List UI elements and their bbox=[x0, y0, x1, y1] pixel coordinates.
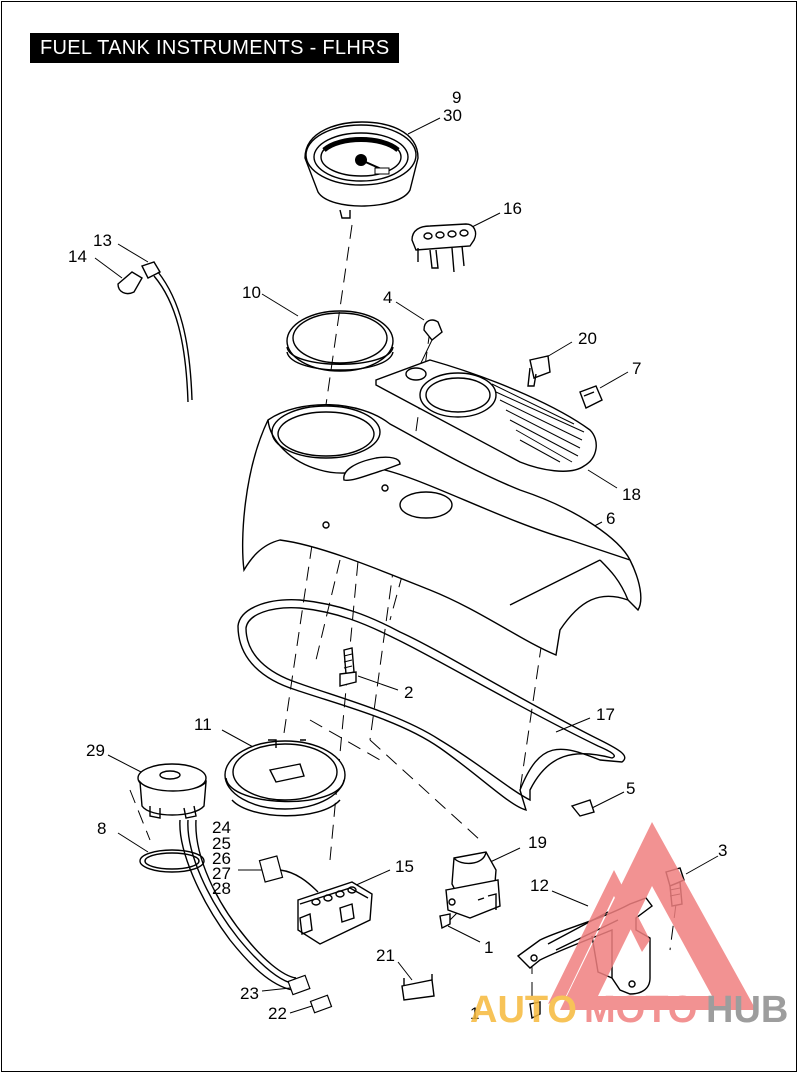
callout-6: 6 bbox=[606, 509, 615, 528]
gauge-housing bbox=[224, 739, 346, 817]
screw-parts bbox=[439, 913, 541, 1020]
callout-1b: 1 bbox=[470, 1004, 479, 1023]
retaining-clip bbox=[570, 799, 595, 817]
callout-15: 15 bbox=[395, 857, 414, 876]
watermark-text-moto: MOTO bbox=[584, 989, 697, 1031]
callout-18: 18 bbox=[622, 485, 641, 504]
callout-21: 21 bbox=[376, 946, 395, 965]
callout-4: 4 bbox=[383, 288, 392, 307]
nut-part bbox=[419, 319, 443, 366]
console-gasket bbox=[237, 599, 626, 811]
callout-27: 27 bbox=[212, 864, 231, 883]
callout-22: 22 bbox=[268, 1004, 287, 1023]
watermark-triangle-logo bbox=[560, 822, 756, 1010]
fuel-tank-console bbox=[241, 404, 642, 656]
console-trim-panel bbox=[375, 359, 597, 472]
automotohub-watermark: AUTO MOTO HUB bbox=[470, 822, 788, 1031]
callout-5: 5 bbox=[626, 779, 635, 798]
callout-24: 24 bbox=[212, 818, 231, 837]
callout-25: 25 bbox=[212, 834, 231, 853]
callout-10: 10 bbox=[242, 283, 261, 302]
callout-28: 28 bbox=[212, 879, 231, 898]
callout-3: 3 bbox=[718, 841, 727, 860]
callout-23: 23 bbox=[240, 984, 259, 1003]
clip-part-20 bbox=[527, 355, 551, 387]
callout-30: 30 bbox=[443, 106, 462, 125]
watermark-triangle-accent bbox=[548, 870, 650, 1004]
callout-7: 7 bbox=[632, 359, 641, 378]
gauge-gasket bbox=[286, 310, 394, 372]
callout-14: 14 bbox=[68, 247, 87, 266]
fuel-gauge-assembly bbox=[137, 763, 333, 1014]
callout-labels: 9 30 16 13 14 10 4 20 7 18 6 2 17 11 29 … bbox=[68, 88, 727, 1023]
callout-26: 26 bbox=[212, 849, 231, 868]
relay-module bbox=[445, 851, 501, 919]
callout-17: 17 bbox=[596, 705, 615, 724]
page-title: FUEL TANK INSTRUMENTS - FLHRS bbox=[30, 33, 400, 63]
wiring-clip bbox=[401, 974, 435, 1001]
callout-12: 12 bbox=[530, 876, 549, 895]
callout-9: 9 bbox=[452, 88, 461, 107]
callout-8: 8 bbox=[97, 819, 106, 838]
callout-19: 19 bbox=[528, 833, 547, 852]
callout-16: 16 bbox=[503, 199, 522, 218]
speedometer-gauge bbox=[304, 121, 419, 219]
callout-11: 11 bbox=[194, 715, 212, 734]
indicator-lamp-bracket bbox=[411, 223, 477, 273]
callout-1a: 1 bbox=[484, 938, 493, 957]
callout-20: 20 bbox=[578, 329, 597, 348]
callout-2: 2 bbox=[404, 683, 413, 702]
watermark-text-hub: HUB bbox=[706, 989, 788, 1031]
callout-29: 29 bbox=[86, 741, 105, 760]
clip-part-7 bbox=[579, 385, 603, 409]
callout-13: 13 bbox=[93, 231, 112, 250]
switch-housing bbox=[297, 881, 373, 945]
watermark-text-auto: AUTO bbox=[470, 989, 577, 1031]
switch-with-wire bbox=[117, 261, 193, 403]
wiring-connector bbox=[258, 855, 319, 893]
mounting-stud bbox=[339, 647, 357, 687]
